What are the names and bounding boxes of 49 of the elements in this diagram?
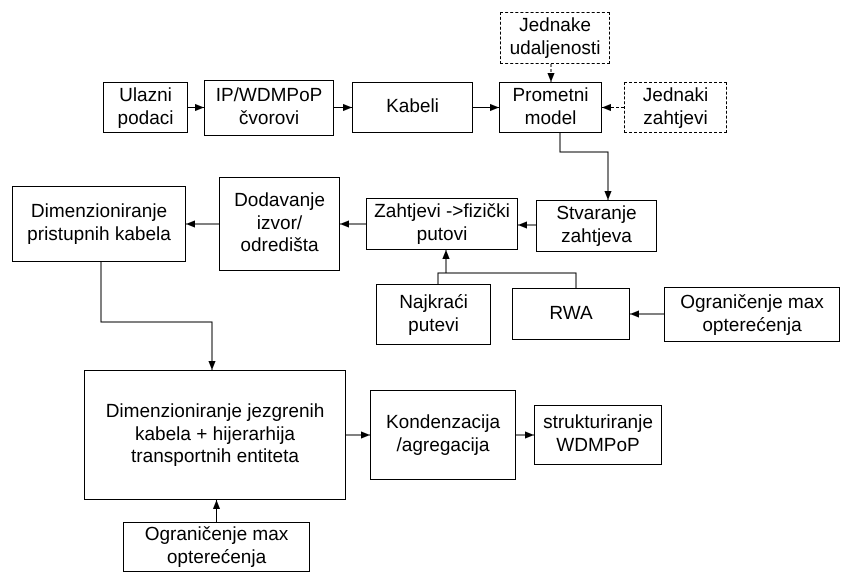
arrow	[100, 262, 216, 370]
process-box	[624, 82, 727, 133]
box-label: Najkraći putevi	[398, 292, 469, 338]
box-label: Stvaranje zahtjeva	[555, 203, 638, 249]
process-box	[376, 284, 491, 345]
process-box	[370, 390, 516, 480]
box-label: Jednaki zahtjevi	[642, 84, 710, 130]
box-label: Ograničenje max opterećenja	[144, 524, 290, 570]
box-label: Ograničenje max opterećenja	[679, 292, 825, 338]
process-box	[219, 177, 340, 271]
box-label: Ulazni podaci	[116, 84, 174, 130]
box-label: strukturiranje WDMPoP	[542, 412, 654, 458]
arrow	[630, 310, 664, 318]
process-box	[536, 200, 657, 252]
arrow	[346, 431, 370, 439]
arrow	[188, 104, 204, 112]
process-box	[664, 287, 840, 342]
arrow	[442, 250, 576, 288]
box-label: Kabeli	[386, 96, 439, 119]
box-label: Jednake udaljenosti	[508, 15, 602, 61]
process-box	[534, 405, 662, 465]
process-box	[204, 80, 334, 136]
box-label: Dodavanje izvor/ odredišta	[233, 190, 326, 258]
process-box	[123, 522, 310, 572]
box-label: IP/WDMPoP čvorovi	[214, 85, 324, 131]
process-box	[84, 370, 346, 500]
process-box	[366, 198, 518, 250]
box-label: Kondenzacija /agregacija	[384, 412, 502, 458]
process-box	[12, 186, 186, 262]
arrow	[340, 220, 366, 228]
arrow	[602, 104, 624, 112]
arrow	[516, 431, 534, 439]
box-label: Dimenzioniranje jezgrenih kabela + hijerarhija transportnih entiteta	[104, 400, 326, 470]
arrow	[186, 220, 220, 228]
process-box	[499, 82, 602, 133]
box-label: RWA	[549, 302, 593, 326]
process-box	[500, 12, 610, 64]
arrow	[212, 500, 220, 522]
process-box	[352, 82, 473, 133]
box-label: Prometni model	[511, 84, 590, 130]
arrow	[334, 104, 352, 112]
arrow	[472, 104, 500, 112]
process-box	[512, 288, 630, 340]
process-box	[103, 82, 188, 133]
box-label: Zahtjevi ->fizički putovi	[373, 201, 511, 247]
arrow	[518, 221, 536, 229]
box-label: Dimenzioniranje pristupnih kabela	[26, 201, 172, 247]
arrow	[547, 64, 555, 82]
arrow	[560, 132, 612, 200]
